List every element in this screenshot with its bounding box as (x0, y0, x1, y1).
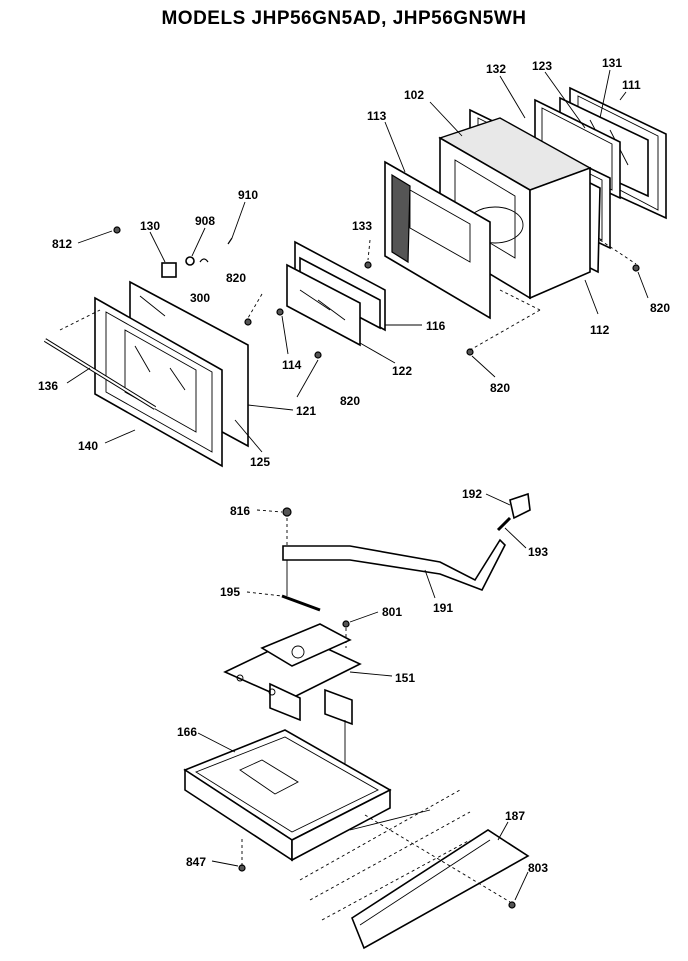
label-113: 113 (367, 109, 387, 123)
part-133-screw (364, 261, 372, 269)
label-112: 112 (590, 323, 610, 337)
label-820-c: 820 (340, 394, 360, 408)
oven-frame-outline (299, 789, 471, 921)
part-820-screw (632, 264, 640, 272)
label-801: 801 (382, 605, 402, 619)
label-122: 122 (392, 364, 412, 378)
label-130: 130 (140, 219, 160, 233)
part-300-clip (199, 258, 209, 263)
part-816-screw (282, 507, 292, 517)
label-136: 136 (38, 379, 58, 393)
label-133: 133 (352, 219, 372, 233)
label-187: 187 (505, 809, 525, 823)
part-801-screw (342, 620, 350, 628)
part-820-screw (466, 348, 474, 356)
label-192: 192 (462, 487, 482, 501)
part-910-spring (227, 237, 233, 245)
part-803-screw (508, 901, 516, 909)
label-111: 111 (622, 78, 641, 92)
label-166: 166 (177, 725, 197, 739)
part-908-washer (185, 256, 195, 266)
part-number-labels: 111 131 123 132 102 113 910 908 130 812 … (38, 56, 670, 875)
label-820-b: 820 (650, 301, 670, 315)
label-132: 132 (486, 62, 506, 76)
label-820-a: 820 (226, 271, 246, 285)
label-820-d: 820 (490, 381, 510, 395)
label-847: 847 (186, 855, 206, 869)
part-187-trim (351, 829, 530, 950)
part-102-box (438, 117, 592, 300)
label-195: 195 (220, 585, 240, 599)
leader-lines-upper (59, 69, 649, 453)
label-193: 193 (528, 545, 548, 559)
label-151: 151 (395, 671, 415, 685)
label-125: 125 (250, 455, 270, 469)
label-910: 910 (238, 188, 258, 202)
part-812-screw (113, 226, 121, 234)
label-102: 102 (404, 88, 424, 102)
part-122-glass (286, 263, 361, 347)
diagram-title: MODELS JHP56GN5AD, JHP56GN5WH (161, 8, 527, 29)
part-130-bracket (161, 262, 177, 278)
label-812: 812 (52, 237, 72, 251)
part-166-tray (183, 729, 392, 862)
part-192-knob (509, 492, 531, 520)
label-300: 300 (190, 291, 210, 305)
part-113-panel (384, 160, 491, 320)
part-195-link (281, 594, 321, 612)
label-131: 131 (602, 56, 622, 70)
part-193-pin (496, 516, 512, 532)
label-114: 114 (282, 358, 302, 372)
label-140: 140 (78, 439, 98, 453)
part-820-screw (244, 318, 252, 326)
label-116: 116 (426, 319, 446, 333)
part-114-screw (276, 308, 284, 316)
label-121: 121 (296, 404, 316, 418)
leader-lines-lower (197, 493, 529, 901)
part-191-latch-rod (282, 538, 506, 592)
part-151-latch-assembly (223, 623, 362, 726)
label-908: 908 (195, 214, 215, 228)
label-123: 123 (532, 59, 552, 73)
part-820-screw (314, 351, 322, 359)
part-140-door-frame (94, 296, 223, 468)
label-803: 803 (528, 861, 548, 875)
label-816: 816 (230, 504, 250, 518)
label-191: 191 (433, 601, 453, 615)
